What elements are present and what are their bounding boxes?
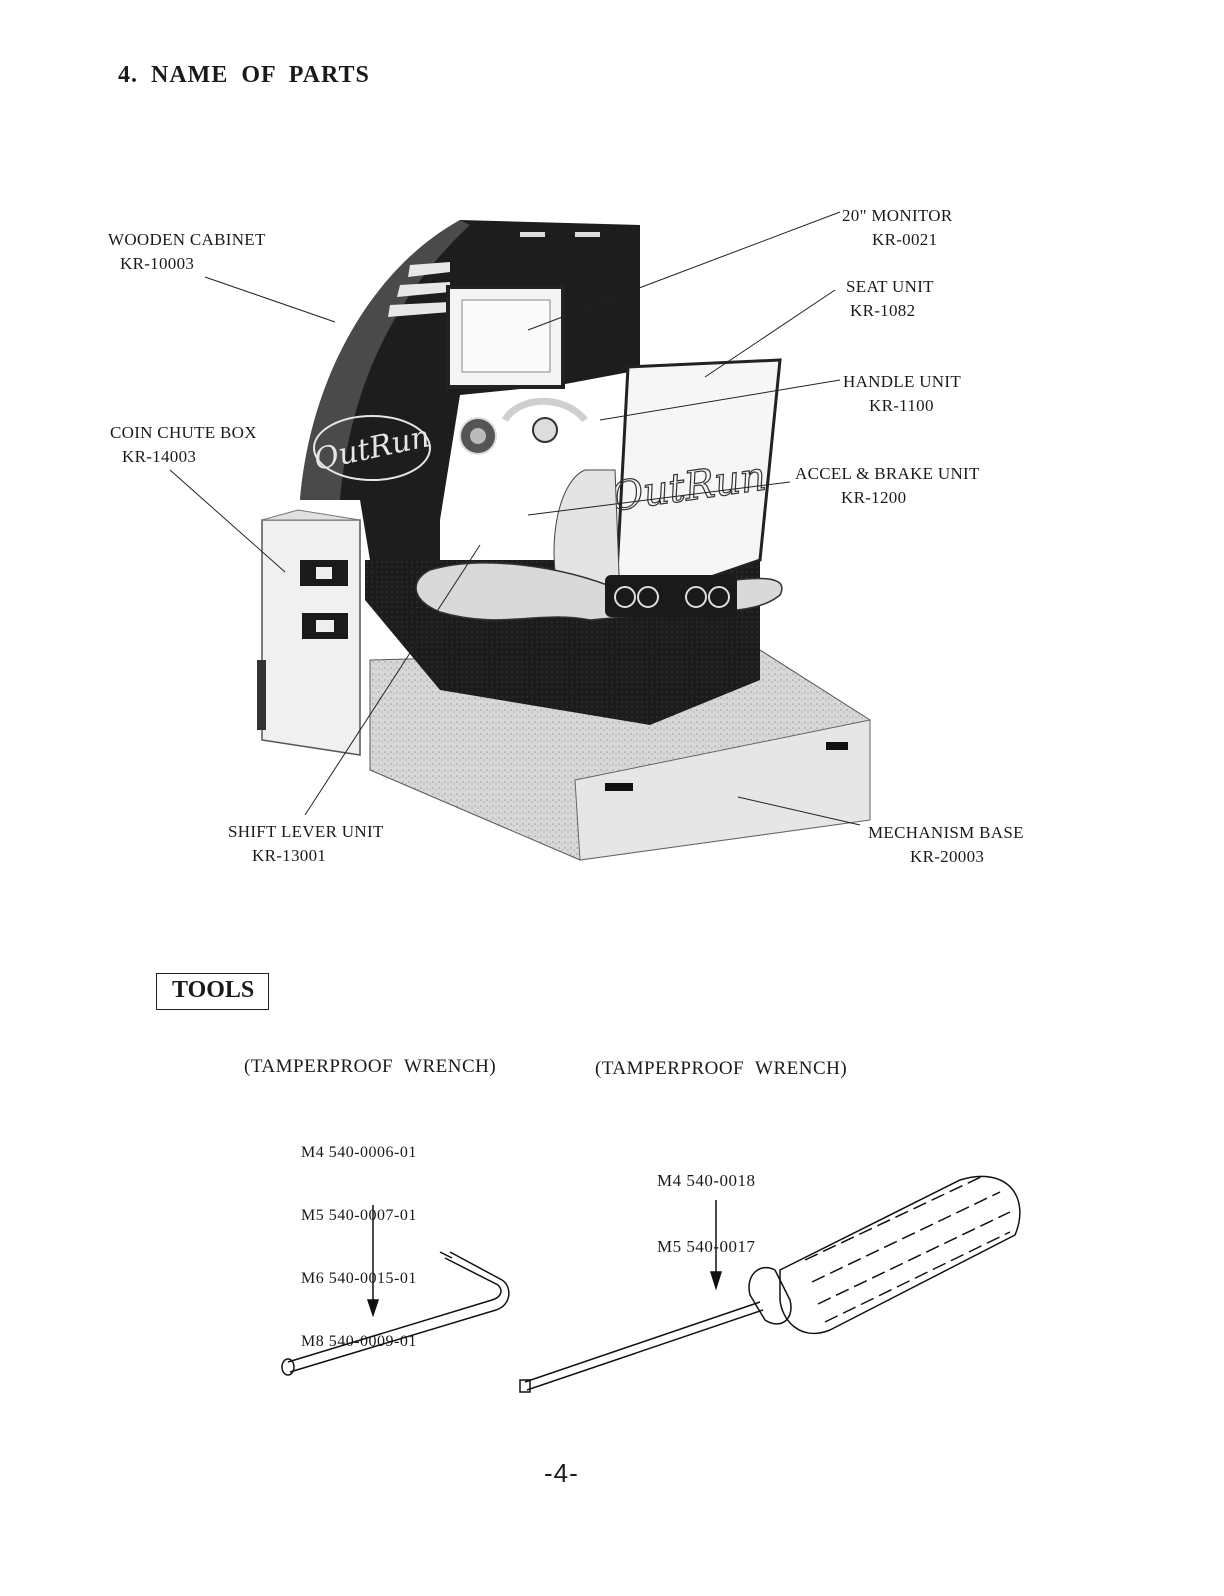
- part-code: KR-20003: [910, 847, 985, 866]
- screwdriver-drawing: [519, 1174, 1021, 1393]
- part-label-handle-unit: HANDLE UNIT KR-1100: [843, 370, 961, 418]
- part-name: SHIFT LEVER UNIT: [228, 822, 384, 841]
- part-code: KR-1082: [850, 301, 916, 320]
- part-label-shift-lever-unit: SHIFT LEVER UNIT KR-13001: [228, 820, 384, 868]
- wrench-left-title: (TAMPERPROOF WRENCH): [244, 1056, 497, 1077]
- part-code: KR-13001: [252, 846, 327, 865]
- part-label-wooden-cabinet: WOODEN CABINET KR-10003: [108, 228, 266, 276]
- part-label-seat-unit: SEAT UNIT KR-1082: [846, 275, 934, 323]
- list-item: M4 540-0018: [657, 1171, 756, 1190]
- part-label-monitor: 20" MONITOR KR-0021: [842, 204, 953, 252]
- part-name: COIN CHUTE BOX: [110, 423, 257, 442]
- part-label-mechanism-base: MECHANISM BASE KR-20003: [868, 821, 1024, 869]
- part-name: MECHANISM BASE: [868, 823, 1024, 842]
- part-name: WOODEN CABINET: [108, 230, 266, 249]
- part-label-accel-brake-unit: ACCEL & BRAKE UNIT KR-1200: [795, 462, 980, 510]
- page-heading: 4. NAME OF PARTS: [118, 62, 370, 88]
- list-item: M8 540-0009-01: [301, 1333, 417, 1350]
- leader-lines: [169, 211, 861, 826]
- list-item: M5 540-0017: [657, 1237, 756, 1256]
- handle-unit-shape: [459, 397, 588, 455]
- hex-key-wrench-drawing: [281, 1251, 510, 1376]
- mechanism-base-shape: [369, 649, 871, 861]
- coin-chute-shape: [257, 509, 361, 756]
- part-name: 20" MONITOR: [842, 206, 953, 225]
- list-item: M4 540-0006-01: [301, 1144, 417, 1161]
- wrench-right-title: (TAMPERPROOF WRENCH): [595, 1058, 848, 1079]
- cabinet-illustration: OutRun OutRun: [169, 211, 871, 861]
- part-name: ACCEL & BRAKE UNIT: [795, 464, 980, 483]
- part-code: KR-1100: [869, 396, 934, 415]
- seat-unit-shape: OutRun: [415, 358, 783, 621]
- part-code: KR-1200: [841, 488, 907, 507]
- wrench-right-part-list: M4 540-0018 M5 540-0017: [657, 1126, 756, 1280]
- part-name: SEAT UNIT: [846, 277, 934, 296]
- monitor-shape: [446, 285, 565, 389]
- part-code: KR-10003: [120, 254, 195, 273]
- wrench-left-part-list: M4 540-0006-01 M5 540-0007-01 M6 540-001…: [301, 1100, 417, 1373]
- part-label-coin-chute-box: COIN CHUTE BOX KR-14003: [110, 421, 257, 469]
- page-number: -4-: [544, 1458, 579, 1488]
- part-code: KR-0021: [872, 230, 938, 249]
- tools-heading: TOOLS: [156, 973, 270, 1010]
- part-code: KR-14003: [122, 447, 197, 466]
- part-name: HANDLE UNIT: [843, 372, 962, 391]
